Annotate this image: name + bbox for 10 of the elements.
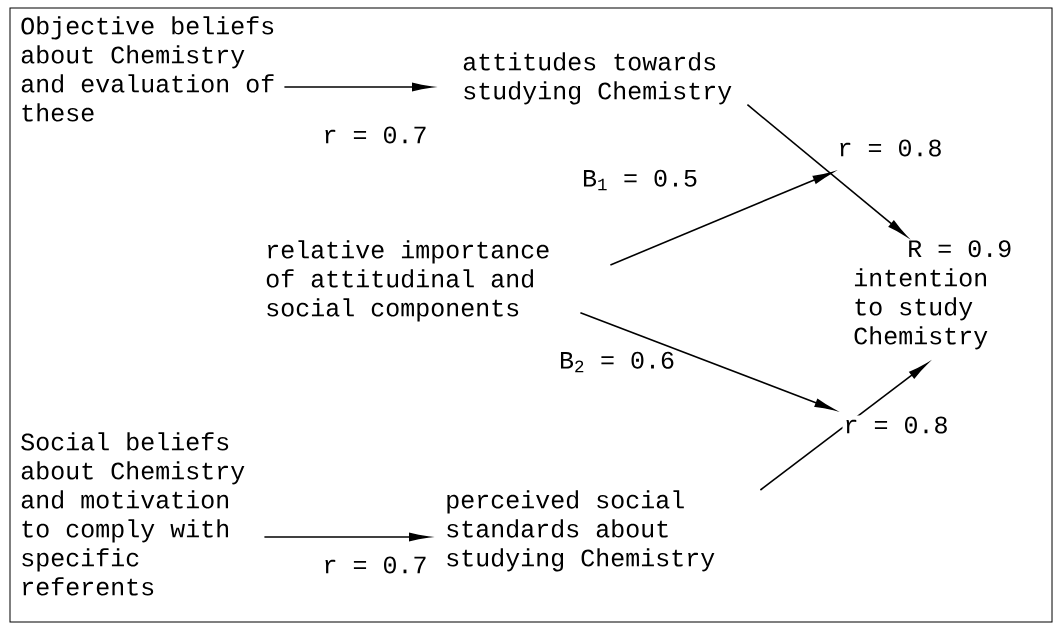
node-text: attitudes towards studying Chemistry bbox=[463, 52, 732, 105]
node-text: Social beliefs about Chemistry and motivation to comply with specific referents bbox=[21, 432, 245, 596]
edge-label: r = 0.8 bbox=[842, 415, 950, 435]
edge-label: r = 0.7 bbox=[321, 555, 429, 575]
node-text: perceived social standards about studying Chemistry bbox=[447, 490, 715, 572]
edge-label: r = 0.7 bbox=[321, 125, 429, 145]
node-text: intention to study Chemistry bbox=[854, 268, 988, 350]
correlation-label: R = 0.9 bbox=[909, 240, 1011, 258]
node-text: Objective beliefs about Chemistry and evaluation of these bbox=[21, 16, 274, 122]
node-text: relative importance of attitudinal and social components bbox=[266, 240, 549, 322]
